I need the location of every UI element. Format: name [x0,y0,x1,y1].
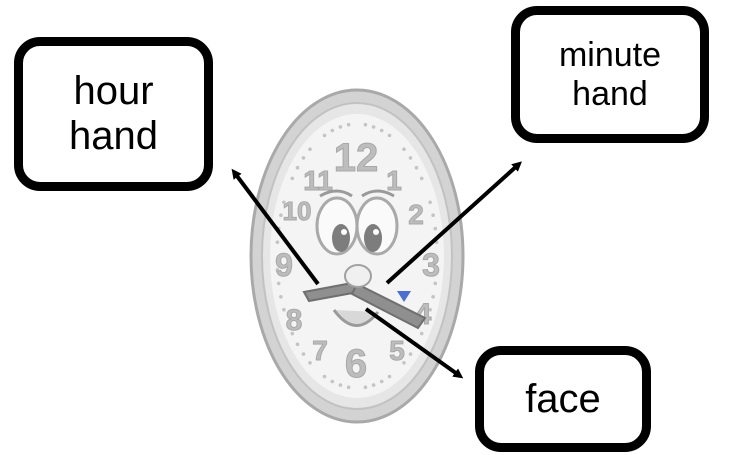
numeral-1: 1 [386,165,402,196]
tick-dot [276,281,281,286]
tick-dot [282,307,286,312]
tick-dot [308,147,312,151]
tick-dot [275,268,280,272]
tick-dot [363,385,368,390]
tick-dot [433,226,438,231]
tick-dot [428,200,432,205]
numeral-7: 7 [312,335,328,366]
tick-dot [308,361,312,365]
tick-dot [279,295,283,299]
tick-dot [433,281,438,286]
tick-dot [275,240,280,244]
tick-dot [371,383,376,387]
tick-dot [322,374,327,379]
tick-dot [419,176,424,181]
numeral-12: 12 [334,136,379,180]
tick-dot [338,125,343,129]
hour-hand-label: hour hand [69,69,158,158]
tick-dot [330,128,335,133]
numeral-5: 5 [389,335,405,366]
arrow-face [364,307,464,379]
tick-dot [387,133,392,138]
numeral-8: 8 [286,304,303,337]
arrow-minute-hand [385,161,522,285]
left-eyebrow [319,189,353,198]
clock-nose [344,264,372,288]
tick-dot [338,383,343,387]
numeral-3: 3 [422,247,440,283]
annotation-arrows [231,161,522,379]
clock-hands [302,281,427,330]
numeral-9: 9 [275,247,293,283]
minute-hand-shape [350,282,427,330]
tick-dot [301,352,306,356]
tick-dot [295,165,300,170]
clock-face [270,114,444,398]
right-eyebrow [361,189,395,198]
numeral-2: 2 [408,199,424,230]
tick-dot [408,156,413,160]
tick-dot [402,147,406,151]
pointer-accent [397,291,411,302]
tick-dot [408,352,413,356]
tick-dot [379,128,384,133]
minute-hand-label: minute hand [558,36,662,113]
tick-dot [322,133,327,138]
right-pupil [364,224,382,252]
tick-dot [282,200,286,205]
tick-dot [363,122,368,127]
face-label: face [525,376,601,421]
tick-dot [346,385,351,390]
tick-dot [387,374,392,379]
tick-dot [371,125,376,129]
tick-dot [290,176,295,181]
minute-hand-label-box: minute hand [511,6,709,143]
tick-dot [330,379,335,384]
tick-dot [428,307,432,312]
tick-dot [301,156,306,160]
tick-dot [279,213,283,217]
left-pupil [332,224,350,252]
tick-dot [431,295,435,299]
hour-hand-label-box: hour hand [14,37,213,191]
clock-tick-marks [275,122,439,390]
tick-dot [419,331,424,336]
clock-eyes [315,189,399,256]
tick-dot [346,122,351,127]
tick-dot [431,213,435,217]
numeral-10: 10 [283,196,312,226]
tick-dot [290,331,295,336]
face-label-box: face [475,346,651,452]
tick-dot [379,379,384,384]
tick-dot [434,268,439,272]
tick-dot [402,361,406,365]
numeral-6: 6 [345,342,367,386]
tick-dot [295,342,300,347]
arrow-hour-hand [231,168,320,286]
tick-dot [414,165,419,170]
